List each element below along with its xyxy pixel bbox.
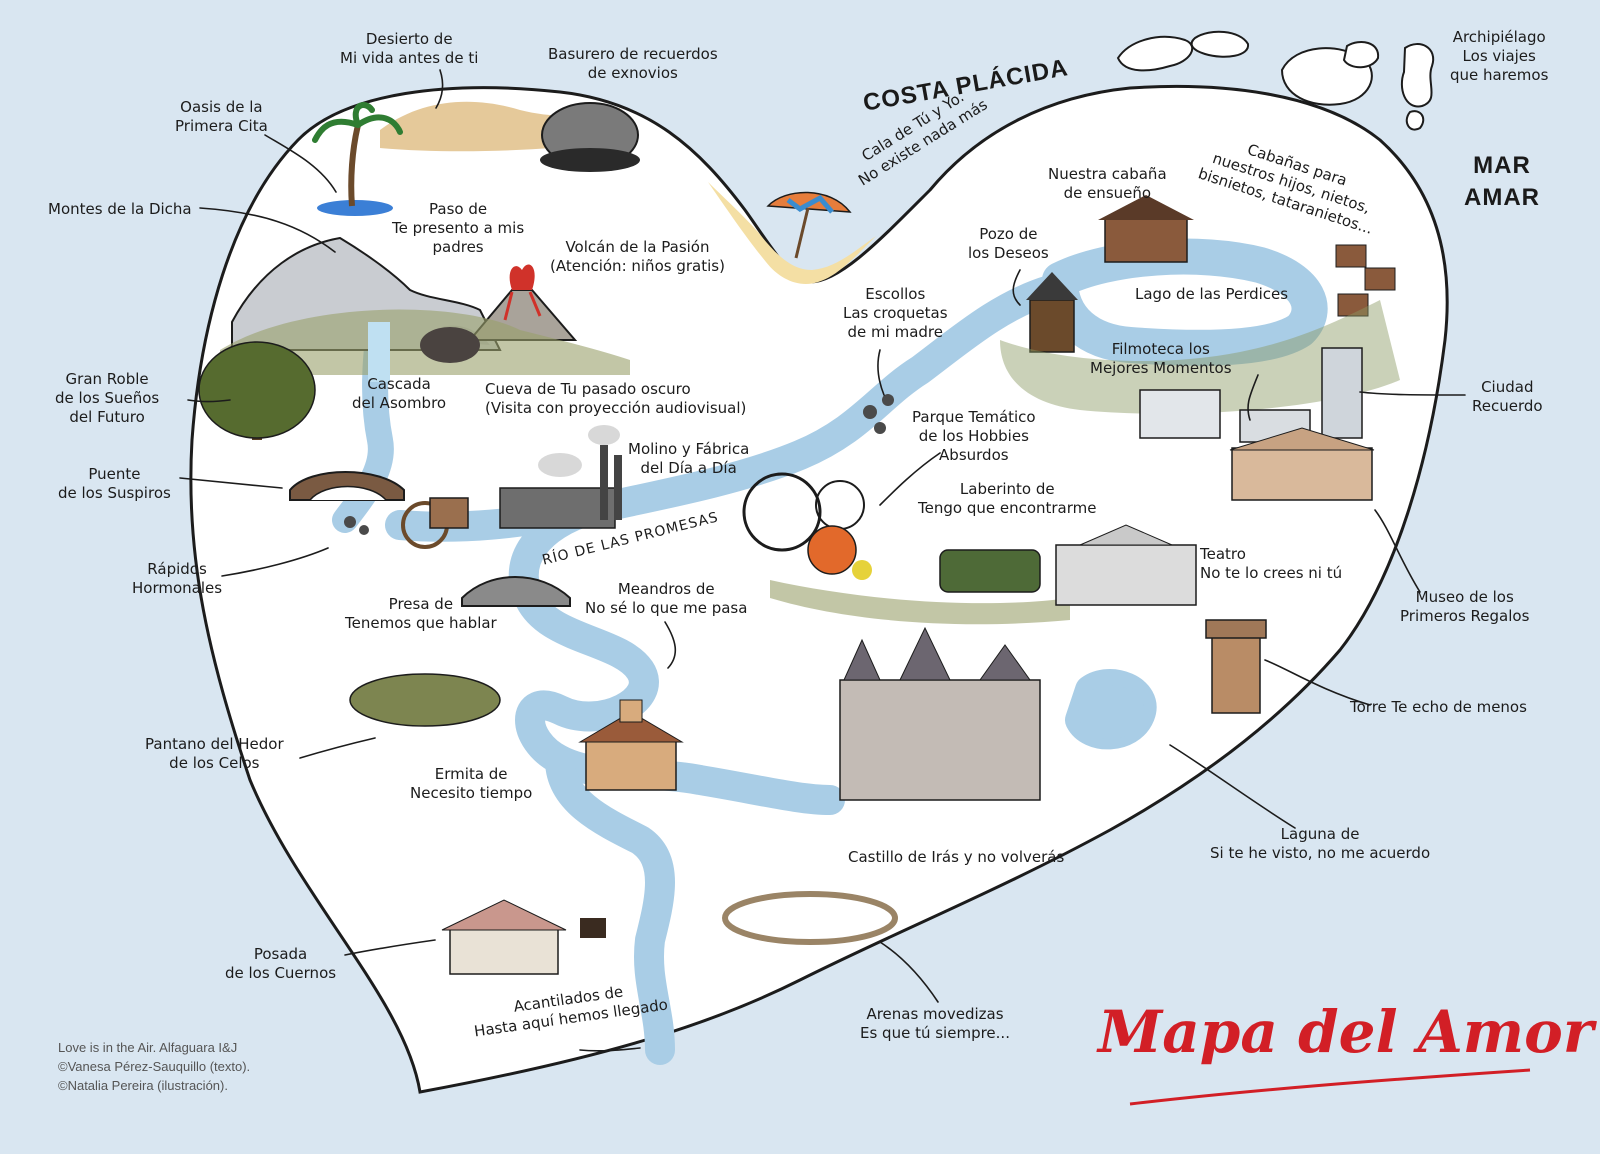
label-molino: Molino y Fábrica del Día a Día (628, 440, 750, 477)
inn-icon (441, 899, 606, 975)
callout-arrows (179, 69, 1466, 1052)
label-arenas: Arenas movedizas Es que tú siempre... (860, 1005, 1010, 1042)
label-laguna: Laguna de Si te he visto, no me acuerdo (1210, 825, 1431, 862)
label-archipielago: Archipiélago Los viajes que haremos (1450, 28, 1549, 84)
label-cascada: Cascada del Asombro (352, 375, 447, 412)
label-ermita: Ermita de Necesito tiempo (410, 765, 533, 802)
sports-icon (742, 472, 872, 580)
label-cabana-ensueno: Nuestra cabaña de ensueño (1048, 165, 1167, 202)
label-presa: Presa de Tenemos que hablar (345, 595, 497, 632)
cabin-icon (1098, 195, 1396, 317)
label-lago: Lago de las Perdices (1135, 285, 1289, 303)
label-filmoteca: Filmoteca los Mejores Momentos (1090, 340, 1232, 377)
palm-tree-icon (312, 102, 403, 216)
sea-label: MAR AMAR (1464, 152, 1540, 211)
label-ciudad: Ciudad Recuerdo (1472, 378, 1543, 415)
label-basurero: Basurero de recuerdos de exnovios (548, 45, 718, 82)
label-museo: Museo de los Primeros Regalos (1400, 588, 1530, 625)
swamp-icon (349, 673, 501, 727)
label-volcan: Volcán de la Pasión (Atención: niños gra… (550, 238, 725, 275)
label-desierto: Desierto de Mi vida antes de ti (340, 30, 479, 67)
label-paso: Paso de Te presento a mis padres (392, 200, 525, 256)
oak-tree-icon (198, 341, 316, 440)
trash-heap-icon (540, 102, 640, 172)
forest-strip (1000, 300, 1400, 414)
waterfall-icon (368, 322, 390, 382)
label-teatro: Teatro No te lo crees ni tú (1200, 545, 1343, 582)
lagoon-fill (1078, 685, 1146, 740)
hermitage-icon (578, 699, 684, 791)
factory-icon (499, 425, 622, 529)
museum-icon (1229, 427, 1375, 501)
label-meandros: Meandros de No sé lo que me pasa (585, 580, 748, 617)
city-icon (1139, 347, 1363, 443)
label-parque: Parque Temático de los Hobbies Absurdos (912, 408, 1036, 464)
label-puente: Puente de los Suspiros (58, 465, 171, 502)
cave-icon (420, 327, 480, 363)
theater-icon (1055, 524, 1197, 606)
well-icon (1026, 272, 1078, 353)
tower-icon (1205, 619, 1267, 714)
title-underline (1129, 1068, 1531, 1106)
rocks-icon (344, 394, 894, 535)
label-castillo: Castillo de Irás y no volverás (848, 848, 1065, 866)
label-pantano: Pantano del Hedor de los Celos (145, 735, 284, 772)
dam-icon (461, 576, 571, 607)
label-rapidos: Rápidos Hormonales (132, 560, 223, 597)
archipelago-islands (1116, 30, 1435, 131)
label-torre: Torre Te echo de menos (1350, 698, 1527, 716)
maze-icon (939, 549, 1041, 593)
label-posada: Posada de los Cuernos (225, 945, 337, 982)
label-pozo: Pozo de los Deseos (968, 225, 1049, 262)
label-cueva: Cueva de Tu pasado oscuro (Visita con pr… (485, 380, 747, 417)
label-gran-roble: Gran Roble de los Sueños del Futuro (55, 370, 160, 426)
map-title: Mapa del Amor (1098, 998, 1594, 1066)
label-laberinto: Laberinto de Tengo que encontrarme (918, 480, 1097, 517)
credits-text: Love is in the Air. Alfaguara I&J ©Vanes… (58, 1040, 251, 1093)
label-escollos: Escollos Las croquetas de mi madre (843, 285, 948, 341)
bridge-icon (289, 471, 405, 501)
label-montes: Montes de la Dicha (48, 200, 192, 218)
quicksand-icon (722, 891, 898, 945)
label-oasis: Oasis de la Primera Cita (175, 98, 268, 135)
castle-icon (839, 626, 1041, 801)
beach-umbrella-icon (766, 191, 852, 259)
waterwheel-icon (401, 497, 469, 549)
park-plain (770, 580, 1070, 625)
